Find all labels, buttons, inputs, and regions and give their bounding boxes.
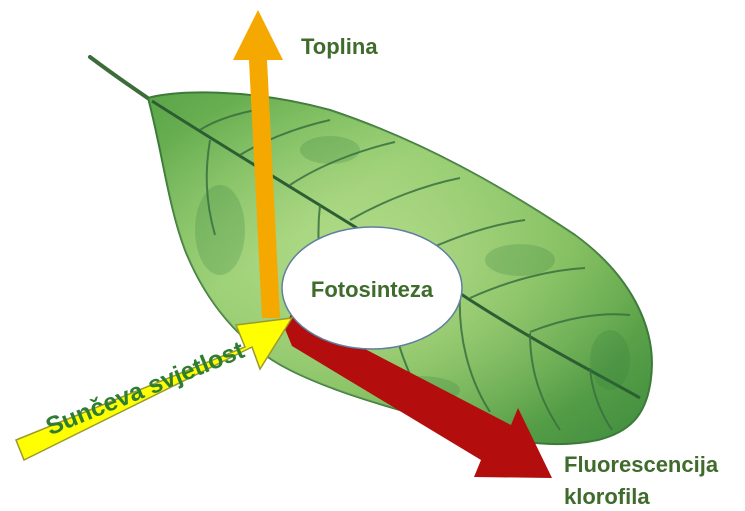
photosynthesis-label: Fotosinteza: [311, 277, 434, 302]
fluorescence-label-line1: Fluorescencija: [564, 452, 719, 477]
fluorescence-label-line2: klorofila: [564, 484, 650, 509]
sunlight-arrow: Sunčeva svjetlost: [16, 318, 292, 460]
heat-label: Toplina: [301, 34, 378, 59]
sunlight-label: Sunčeva svjetlost: [42, 336, 249, 441]
leaf-stem: [90, 57, 152, 101]
